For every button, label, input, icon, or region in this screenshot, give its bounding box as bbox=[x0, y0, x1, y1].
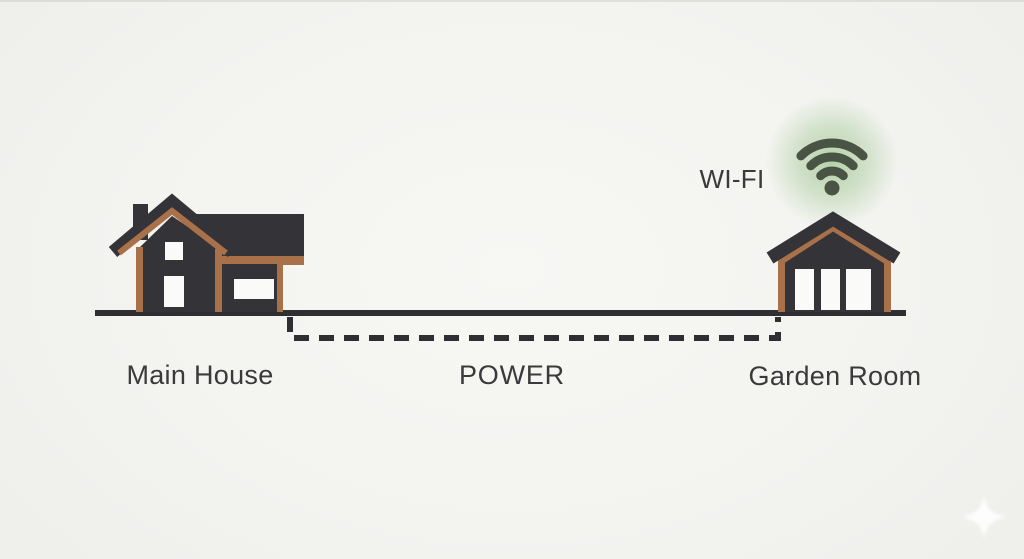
main-house-label: Main House bbox=[126, 360, 274, 390]
wifi-arc-inner bbox=[816, 166, 848, 181]
wifi-label: WI-FI bbox=[699, 164, 765, 194]
house-gable-roof bbox=[108, 193, 237, 257]
house-gable-trim bbox=[117, 207, 228, 256]
house-door bbox=[164, 276, 184, 307]
house-upper-window bbox=[165, 242, 183, 260]
house-right-trim bbox=[277, 264, 283, 312]
shed-panel-1 bbox=[795, 269, 814, 310]
shed-panel-2 bbox=[821, 269, 840, 310]
house-left-trim bbox=[136, 247, 143, 312]
shed-right-trim bbox=[884, 262, 891, 312]
four-point-star-icon bbox=[962, 495, 1006, 539]
house-main-body bbox=[140, 216, 218, 312]
shed-left-trim bbox=[778, 262, 785, 312]
top-edge-shadow bbox=[0, 0, 1024, 2]
power-label: POWER bbox=[458, 360, 565, 390]
house-eave-trim bbox=[219, 256, 304, 265]
wifi-dot bbox=[824, 180, 840, 196]
shed-panel-3 bbox=[846, 269, 871, 310]
ground-line bbox=[95, 310, 906, 316]
wifi-icon bbox=[766, 96, 898, 228]
power-dashed-line bbox=[287, 317, 781, 341]
garden-room-label: Garden Room bbox=[748, 361, 922, 391]
wifi-glow bbox=[766, 96, 898, 228]
main-house-icon bbox=[108, 193, 304, 312]
house-junction-trim bbox=[215, 249, 222, 312]
garden-room-icon bbox=[766, 211, 901, 312]
shed-roof bbox=[766, 211, 901, 264]
shed-gable-fill bbox=[784, 215, 884, 260]
shed-roof-trim bbox=[777, 224, 891, 266]
wifi-arc-middle bbox=[806, 152, 858, 171]
house-low-window bbox=[234, 279, 274, 299]
wifi-arc-outer bbox=[796, 138, 868, 161]
